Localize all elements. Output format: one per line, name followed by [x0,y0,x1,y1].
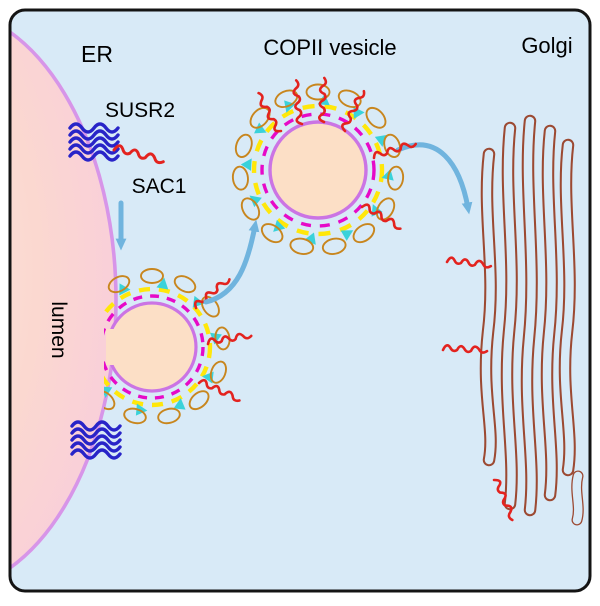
cargo-triangle-icon [340,230,354,241]
cargo-triangle-icon [254,122,267,134]
budding-vesicle-magenta-ring [104,294,205,400]
cargo-triangle-icon [135,403,148,416]
coat-loop [249,106,271,129]
cargo-triangle-icon [240,158,252,171]
coat-loop [173,275,197,294]
cargo-triangle-icon [249,195,262,208]
coat-loop [305,83,331,101]
budding-vesicle-yellow-ring [104,286,213,408]
golgi-cisterna-lumen [522,116,536,515]
coat-loop [321,237,347,255]
budding-vesicle-coat [104,268,231,425]
cargo-triangle-icon [304,232,316,245]
coat-loop [188,390,210,411]
er-bud-neck [106,329,121,365]
golgi-cisterna-lumen [542,126,556,500]
arrow-bud-to-copii [203,219,260,305]
coat-loop [157,407,181,425]
label-susr2: SUSR2 [105,99,175,122]
cargo-triangle-icon [273,219,286,232]
coat-loop [231,165,249,191]
coat-loop [140,268,164,284]
coat-loop [383,133,402,159]
er-body [10,10,118,591]
coat-loop [123,407,147,425]
copii-vesicle-yellow-ring [251,103,385,237]
coat-loop [337,89,362,108]
copii-vesicle-magenta-ring [260,112,376,228]
coat-loop [289,237,315,255]
copii-vesicle [231,83,405,255]
golgi-cisterna-lumen [502,123,516,509]
coat-loop [107,275,131,294]
copii-vesicle-coat [231,83,405,255]
copii-vesicle-membrane [268,120,368,220]
cargo-triangle-icon [173,398,186,410]
budding-vesicle-membrane [106,301,198,393]
coat-loop [104,390,116,411]
coat-loop [260,223,284,244]
label-sac1: SAC1 [132,175,187,198]
label-lumen: lumen [47,301,70,358]
coat-loop [234,133,253,159]
label-copii-vesicle: COPII vesicle [263,35,396,60]
figure-border [8,8,592,593]
coat-loop [387,165,405,191]
coat-loop [200,295,220,318]
coat-loop [240,197,261,221]
coat-loop [274,89,299,108]
golgi-cisterna-lumen [572,471,583,525]
coat-loop [365,106,387,129]
golgi-cisterna-lumen [481,149,495,465]
label-er: ER [81,41,113,67]
coat-loop [352,223,376,244]
golgi-apparatus [479,114,584,526]
cargo-triangle-icon [374,135,387,147]
cargo-triangle-icon [156,277,169,290]
label-golgi: Golgi [521,33,572,58]
coat-loop [209,360,227,384]
golgi-cisterna-lumen [560,140,574,475]
coat-loop [375,197,396,221]
budding-vesicle [104,268,231,425]
